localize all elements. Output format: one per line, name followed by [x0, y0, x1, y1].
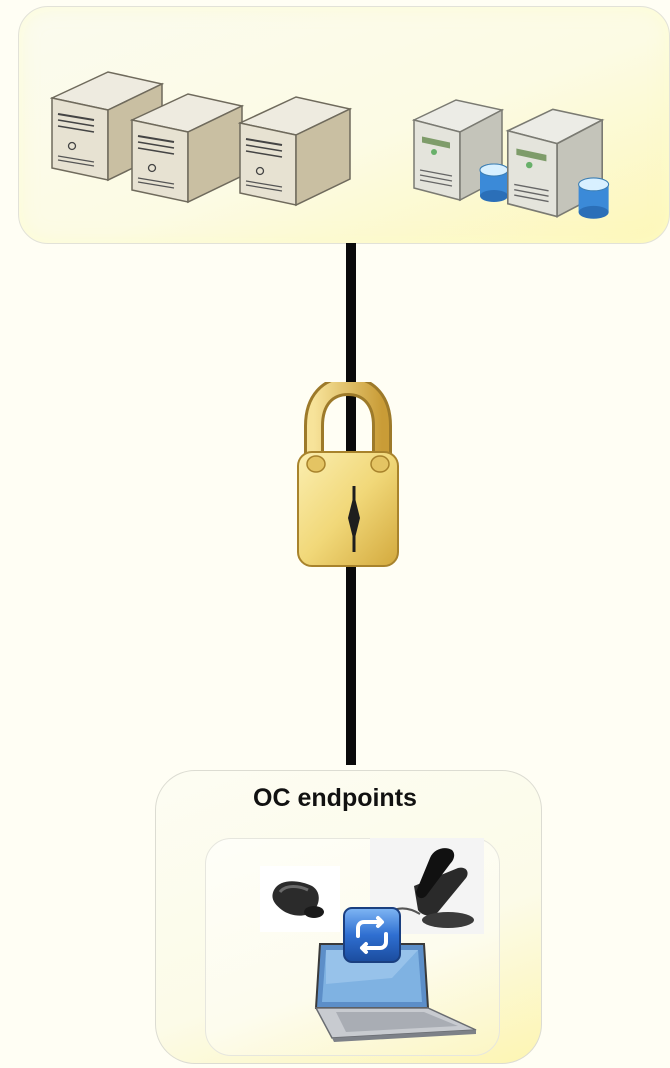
- server-tower-icon: [238, 96, 353, 207]
- usb-handset-icon: [260, 866, 340, 932]
- server-tower-icon: [130, 93, 245, 204]
- communicator-app-icon: [343, 907, 401, 963]
- database-server-icon: [505, 108, 610, 219]
- desk-phone-icon: [370, 838, 484, 934]
- database-server-icon: [411, 99, 509, 202]
- endpoint-group-title: OC endpoints: [253, 784, 417, 812]
- padlock-icon: [297, 382, 399, 567]
- laptop-icon: [314, 943, 477, 1042]
